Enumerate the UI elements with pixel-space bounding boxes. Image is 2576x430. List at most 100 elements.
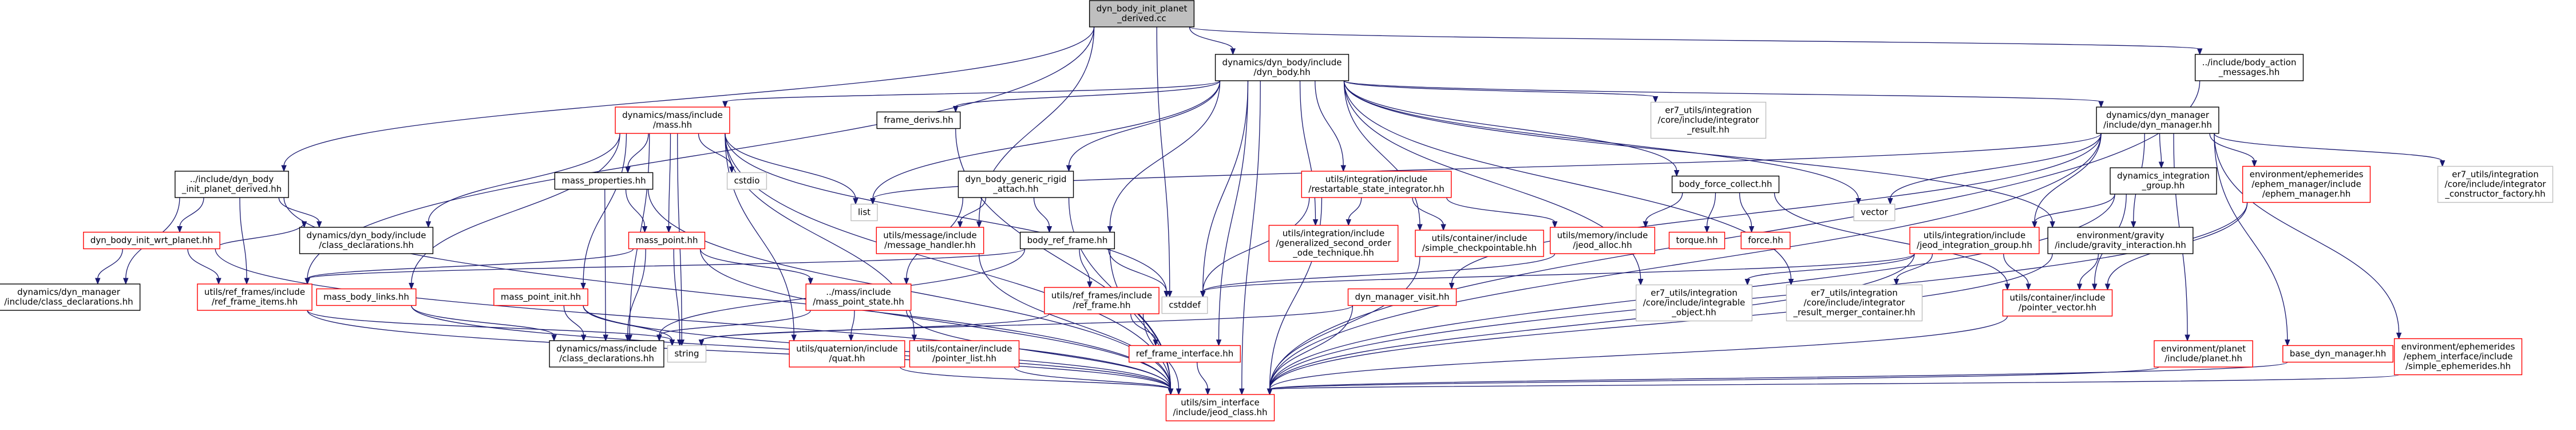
node-dynmanager[interactable]: dynamics/dyn_manager/include/dyn_manager… bbox=[2096, 106, 2219, 134]
edge-masspoint-to-massclassdecl bbox=[625, 248, 646, 342]
node-pointerlist[interactable]: utils/container/include/pointer_list.hh bbox=[909, 340, 1020, 368]
node-label-line: /ephem_manager/include bbox=[2251, 179, 2361, 190]
node-label-line: /include/class_declarations.hh bbox=[4, 297, 133, 307]
node-ephemmgr[interactable]: environment/ephemerides/ephem_manager/in… bbox=[2242, 165, 2371, 203]
node-gravity[interactable]: environment/gravity/include/gravity_inte… bbox=[2047, 227, 2194, 254]
node-genso[interactable]: utils/integration/include/generalized_se… bbox=[1268, 224, 1399, 262]
edge-masshh-to-massprops bbox=[625, 133, 649, 173]
node-bodyforce[interactable]: body_force_collect.hh bbox=[1671, 175, 1780, 194]
node-box bbox=[197, 283, 312, 311]
node-refitems[interactable]: utils/ref_frames/include/ref_frame_items… bbox=[197, 283, 312, 311]
node-list: list bbox=[850, 203, 878, 222]
edge-jeodintgroup-to-pointervec bbox=[2003, 253, 2031, 291]
edge-bodyref-to-cstddef bbox=[1108, 248, 1169, 298]
edge-dbinc-to-jeodclass bbox=[1239, 80, 1261, 396]
edge-restartable-to-genso bbox=[1346, 197, 1362, 226]
node-bodyref[interactable]: body_ref_frame.hh bbox=[1019, 231, 1115, 250]
node-label-line: _init_planet_derived.hh bbox=[181, 184, 282, 195]
node-box bbox=[1165, 394, 1275, 421]
node-dbinc[interactable]: dynamics/dyn_body/include/dyn_body.hh bbox=[1214, 54, 1350, 81]
node-label-line: dynamics/dyn_body/include bbox=[307, 230, 426, 241]
node-planethh[interactable]: environment/planet/include/planet.hh bbox=[2154, 340, 2253, 368]
edge-masspointstate-to-quat bbox=[848, 310, 855, 342]
edge-bodyforce-to-force bbox=[1739, 192, 1755, 233]
node-dmclassdecl[interactable]: dynamics/dyn_manager/include/class_decla… bbox=[0, 283, 141, 311]
edge-dbinc-to-dynmanager bbox=[1343, 80, 2104, 108]
node-box bbox=[549, 340, 664, 368]
node-bodyaction[interactable]: ../include/body_action_messages.hh bbox=[2194, 54, 2304, 81]
edge-masshh-to-cstdio bbox=[698, 133, 735, 173]
node-dbgeneric[interactable]: dyn_body_generic_rigid_attach.hh bbox=[957, 171, 1074, 198]
node-root: dyn_body_init_planet_derived.cc bbox=[1089, 0, 1195, 27]
node-masshh[interactable]: dynamics/mass/include/mass.hh bbox=[615, 106, 730, 134]
edge-massbodylinks-to-massclassdecl bbox=[411, 305, 557, 342]
node-massclassdecl[interactable]: dynamics/mass/include/class_declarations… bbox=[549, 340, 664, 368]
node-dbinitact[interactable]: dyn_body_init_wrt_planet.hh bbox=[83, 231, 220, 250]
node-box bbox=[1549, 227, 1656, 254]
node-label-line: utils/ref_frames/include bbox=[1051, 290, 1152, 301]
node-torque[interactable]: torque.hh bbox=[1668, 231, 1726, 250]
node-massprops[interactable]: mass_properties.hh bbox=[554, 172, 654, 190]
edge-pointerlist-to-jeodclass bbox=[1014, 366, 1174, 396]
node-label-line: ../include/body_action bbox=[2202, 57, 2297, 68]
node-masspointinit[interactable]: mass_point_init.hh bbox=[493, 288, 588, 306]
node-massbodylinks[interactable]: mass_body_links.hh bbox=[316, 288, 417, 306]
node-pointervec[interactable]: utils/container/include/pointer_vector.h… bbox=[2002, 289, 2113, 317]
node-label-line: /generalized_second_order bbox=[1276, 238, 1391, 249]
node-framederivs[interactable]: frame_derivs.hh bbox=[876, 111, 961, 129]
edge-basedynmgr-to-jeodclass bbox=[1267, 361, 2288, 396]
node-label-line: body_ref_frame.hh bbox=[1027, 235, 1108, 246]
node-force[interactable]: force.hh bbox=[1740, 231, 1791, 250]
node-jeodalloc[interactable]: utils/memory/include/jeod_alloc.hh bbox=[1549, 227, 1656, 254]
node-box bbox=[2194, 54, 2304, 81]
node-refframeiface[interactable]: ref_frame_interface.hh bbox=[1129, 345, 1241, 363]
edge-root-to-planetderived bbox=[281, 26, 1095, 172]
node-simpleephem[interactable]: environment/ephemerides/ephem_interface/… bbox=[2393, 338, 2523, 376]
node-refframe[interactable]: utils/ref_frames/include/ref_frame.hh bbox=[1044, 287, 1160, 314]
node-string: string bbox=[667, 345, 707, 363]
node-quat[interactable]: utils/quaternion/include/quat.hh bbox=[789, 340, 905, 368]
node-layer: dyn_body_init_planet_derived.cc dynamics/… bbox=[0, 0, 2554, 421]
node-dbclassdecl[interactable]: dynamics/dyn_body/include/class_declarat… bbox=[299, 227, 434, 254]
node-box bbox=[628, 231, 706, 250]
node-dmvisit[interactable]: dyn_manager_visit.hh bbox=[1347, 288, 1457, 306]
node-label-line: ../mass/include bbox=[826, 287, 891, 297]
edge-bodyforce-to-torque bbox=[1704, 192, 1716, 233]
node-er7result: er7_utils/integration/core/include/integ… bbox=[1650, 101, 1767, 139]
node-restartable[interactable]: utils/integration/include/restartable_st… bbox=[1301, 171, 1452, 198]
node-label-line: vector bbox=[1861, 207, 1888, 218]
node-simplecp[interactable]: utils/container/include/simple_checkpoin… bbox=[1415, 230, 1544, 257]
node-masspoint[interactable]: mass_point.hh bbox=[628, 231, 706, 250]
node-label-line: cstddef bbox=[1169, 300, 1201, 310]
edge-dbinc-to-refframeiface bbox=[1216, 80, 1249, 346]
node-dynintgroup[interactable]: dynamics_integration_group.hh bbox=[2110, 167, 2217, 195]
edge-dbinc-to-dbgeneric bbox=[1066, 80, 1221, 172]
edge-gravity-to-pointervec bbox=[2076, 253, 2099, 291]
node-box bbox=[554, 172, 654, 190]
edge-restartable-to-jeodalloc bbox=[1446, 197, 1558, 228]
node-jeodintgroup[interactable]: utils/integration/include/jeod_integrati… bbox=[1909, 227, 2040, 254]
edge-dbinc-to-simplecp bbox=[1343, 80, 1423, 231]
node-label-line: frame_derivs.hh bbox=[884, 115, 953, 126]
edge-refframe-to-refframeiface bbox=[1130, 313, 1158, 346]
node-label-line: /mass.hh bbox=[653, 120, 692, 130]
edge-planetderived-to-dbclassdecl bbox=[278, 197, 322, 228]
edge-dbinc-to-bodyforce bbox=[1343, 80, 1680, 177]
edge-dynmanager-to-vector bbox=[1888, 133, 2102, 205]
node-label-line: torque.hh bbox=[1676, 235, 1718, 246]
node-label-line: /ephem_interface/include bbox=[2404, 352, 2513, 362]
node-label-line: ../include/dyn_body bbox=[190, 174, 274, 185]
node-msgh[interactable]: utils/message/include/message_handler.hh bbox=[876, 227, 984, 254]
node-basedynmgr[interactable]: base_dyn_manager.hh bbox=[2282, 345, 2393, 363]
node-label-line: /simple_ephemerides.hh bbox=[2405, 361, 2511, 372]
edge-restartable-to-simplecp bbox=[1412, 197, 1446, 231]
edge-root-to-bodyaction bbox=[1189, 26, 2203, 56]
node-label-line: /simple_checkpointable.hh bbox=[1422, 243, 1537, 254]
node-planetderived[interactable]: ../include/dyn_body_init_planet_derived.… bbox=[175, 171, 289, 198]
node-label-line: _attach.hh bbox=[992, 184, 1038, 195]
node-jeodclass[interactable]: utils/sim_interface/include/jeod_class.h… bbox=[1165, 394, 1275, 421]
node-label-line: list bbox=[858, 207, 870, 218]
node-label-line: dyn_body_init_wrt_planet.hh bbox=[90, 235, 213, 246]
node-masspointstate[interactable]: ../mass/include/mass_point_state.hh bbox=[805, 283, 912, 311]
